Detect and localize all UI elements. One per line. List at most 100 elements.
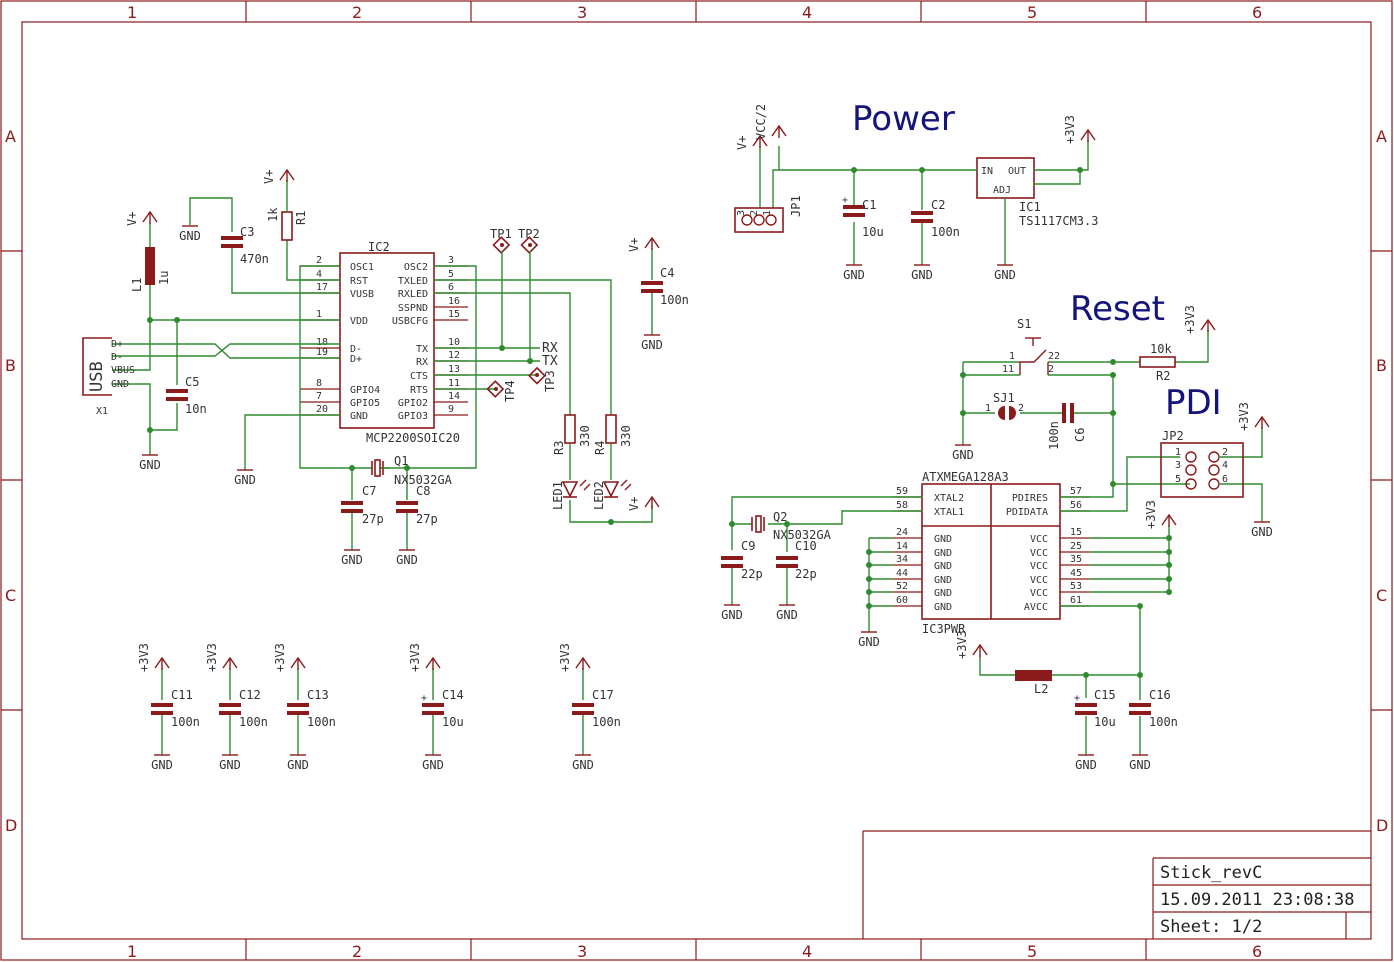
r4-name: R4 xyxy=(593,441,607,455)
ic2-pin-label: TX xyxy=(416,344,428,355)
ic3-pin-label: PDIRES xyxy=(1012,493,1048,504)
gnd-label: GND xyxy=(641,338,663,352)
ic3-pin-num: 57 xyxy=(1070,486,1082,497)
ic2-pin-label: OSC1 xyxy=(350,262,374,273)
c14-name: C14 xyxy=(442,688,464,702)
grid-row-left-b: B xyxy=(5,356,16,375)
r3-name: R3 xyxy=(552,441,566,455)
r1-value: 1k xyxy=(266,207,280,222)
led1-name: LED1 xyxy=(551,481,565,510)
ic2-name: IC2 xyxy=(368,240,390,254)
c15-name: C15 xyxy=(1094,688,1116,702)
capacitor-plate xyxy=(1075,711,1097,715)
capacitor-polarity: + xyxy=(842,195,848,206)
header-jp1: 3 2 1 JP1 xyxy=(734,195,803,233)
ic3-power-stubs xyxy=(866,535,1172,609)
ic3-pin-num: 24 xyxy=(896,527,908,538)
jp1-pin-3: 3 xyxy=(736,210,747,216)
grid-col-bottom-4: 4 xyxy=(802,942,812,961)
ic1-out-pin: OUT xyxy=(1008,166,1026,177)
grid-row-right-c: C xyxy=(1376,586,1387,605)
ic2-pin-label: RST xyxy=(350,276,368,287)
usb-pin-vbus: VBUS xyxy=(111,365,135,376)
ic2-pin-label: VUSB xyxy=(350,289,374,300)
capacitor-plate xyxy=(166,389,188,393)
jp1-pin-1: 1 xyxy=(762,210,773,216)
ic3-pin-num: 44 xyxy=(896,568,908,579)
ic2-pin-label: D+ xyxy=(350,354,362,365)
ic2-pin-num: 11 xyxy=(448,378,460,389)
s1-name: S1 xyxy=(1017,317,1031,331)
capacitor-plate xyxy=(287,703,309,707)
supply-label: +3V3 xyxy=(1183,305,1197,334)
capacitor-plate xyxy=(843,213,865,217)
ic3-sub: IC3PWR xyxy=(922,622,966,636)
ic2-pin-label: RXLED xyxy=(398,289,428,300)
capacitor-plate xyxy=(219,711,241,715)
ic2-pin-label: GND xyxy=(350,411,368,422)
ic3-name: ATXMEGA128A3 xyxy=(922,470,1009,484)
capacitor-plate xyxy=(843,205,865,209)
grid-row-right-d: D xyxy=(1376,816,1388,835)
ic3-pin-num: 14 xyxy=(896,541,908,552)
ic2-pin-label: CTS xyxy=(410,371,428,382)
jp2-pin-5: 5 xyxy=(1175,474,1181,485)
ic2-mcp2200: IC2 MCP2200SOIC20 2OSC14RST17VUSB1VDD18D… xyxy=(300,240,468,445)
ic2-pin-num: 17 xyxy=(316,282,328,293)
tp2-name: TP2 xyxy=(518,227,540,241)
q1-value: NX5032GA xyxy=(394,473,453,487)
jp2-pin-4: 4 xyxy=(1222,460,1228,471)
switch-s1: 1 11 22 2 S1 xyxy=(1002,317,1060,375)
section-title-pdi: PDI xyxy=(1165,383,1222,423)
capacitor-plate xyxy=(166,397,188,401)
ic2-pin-num: 9 xyxy=(448,404,454,415)
sj1-pin-2: 2 xyxy=(1018,403,1024,414)
r2-value: 10k xyxy=(1150,342,1172,356)
c17-value: 100n xyxy=(592,715,621,729)
jp2-pin-1: 1 xyxy=(1175,447,1181,458)
c1-value: 10u xyxy=(862,225,884,239)
grid-row-left-c: C xyxy=(5,586,16,605)
ic2-pin-label: GPIO4 xyxy=(350,385,380,396)
c16-value: 100n xyxy=(1149,715,1178,729)
testpoint-tp2: TP2 xyxy=(518,227,540,256)
capacitor-plate xyxy=(911,219,933,223)
section-title-power: Power xyxy=(852,99,955,139)
ic2-pin-label: USBCFG xyxy=(392,316,428,327)
ic3-pin-label: VCC xyxy=(1030,534,1048,545)
ic3-pin-num: 56 xyxy=(1070,500,1082,511)
supply-label: +3V3 xyxy=(1237,402,1251,431)
grid-col-bottom-1: 1 xyxy=(127,942,137,961)
supply-label: V+ xyxy=(627,238,641,252)
ic3-pin-label: GND xyxy=(934,588,952,599)
ic2-pin-label: OSC2 xyxy=(404,262,428,273)
supply-label: V+ xyxy=(735,136,749,150)
ic2-pin-num: 10 xyxy=(448,337,460,348)
supply-label: +3V3 xyxy=(408,643,422,672)
ic1-name: IC1 xyxy=(1019,200,1041,214)
supply-symbols: V+V+V+V+V+VCC/2+3V3+3V3+3V3+3V3+3V3+3V3+… xyxy=(125,104,1270,672)
ic2-pin-label: D- xyxy=(350,344,362,355)
c5-name: C5 xyxy=(185,375,199,389)
supply-label: VCC/2 xyxy=(754,104,768,140)
gnd-label: GND xyxy=(139,458,161,472)
q2-value: NX5032GA xyxy=(773,528,832,542)
capacitor-plate xyxy=(721,564,743,568)
l1-value: 1u xyxy=(157,271,171,285)
ic2-pin-label: RTS xyxy=(410,385,428,396)
grid-row-right-b: B xyxy=(1376,356,1387,375)
usb-pin-dminus: D- xyxy=(111,352,123,363)
grid-col-top-5: 5 xyxy=(1027,3,1037,22)
ic3-pin-num: 35 xyxy=(1070,554,1082,565)
ic2-pin-label: VDD xyxy=(350,316,368,327)
drawing-name: Stick_revC xyxy=(1160,863,1262,883)
c15-value: 10u xyxy=(1094,715,1116,729)
crystal-q1: Q1 NX5032GA xyxy=(371,454,453,487)
grid-col-bottom-6: 6 xyxy=(1252,942,1262,961)
supply-label: +3V3 xyxy=(558,643,572,672)
c9-value: 22p xyxy=(741,567,763,581)
testpoint-tp3: TP3 xyxy=(528,366,557,392)
gnd-label: GND xyxy=(219,758,241,772)
jp1-pin-2: 2 xyxy=(749,210,760,216)
